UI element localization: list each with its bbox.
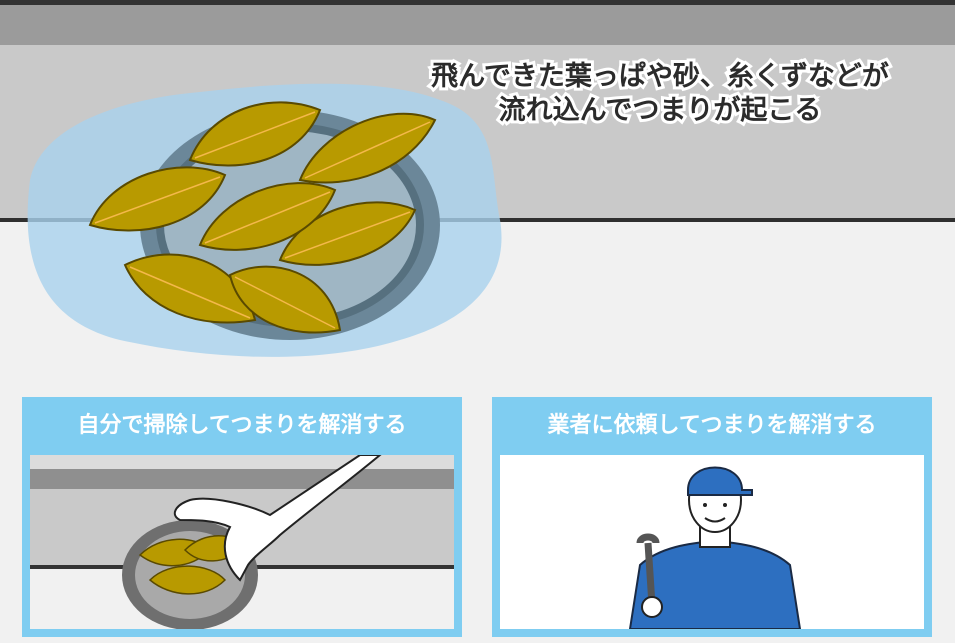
panel-title: 業者に依頼してつまりを解消する [547,413,877,438]
headline-line1: 飛んできた葉っぱや砂、糸くずなどが [428,58,892,95]
top-edge [0,0,955,5]
wrench-icon [636,533,660,606]
panel-title: 自分で掃除してつまりを解消する [77,413,407,438]
cap [687,466,753,496]
worker-illustration [500,455,924,629]
professional-panel: 業者に依頼してつまりを解消する [492,397,932,637]
leaf [188,101,322,167]
diy-cleaning-panel: 自分で掃除してつまりを解消する [22,397,462,637]
headline: 飛んできた葉っぱや砂、糸くずなどが 流れ込んでつまりが起こる [380,58,940,129]
leaf [88,166,227,232]
hand [173,455,382,582]
headline-line2: 流れ込んでつまりが起こる [496,92,825,129]
leaf [123,253,257,324]
leaf [198,182,337,251]
clogged-drain-illustration [27,83,502,357]
wall-band [0,5,955,45]
diy-illustration [30,455,454,629]
